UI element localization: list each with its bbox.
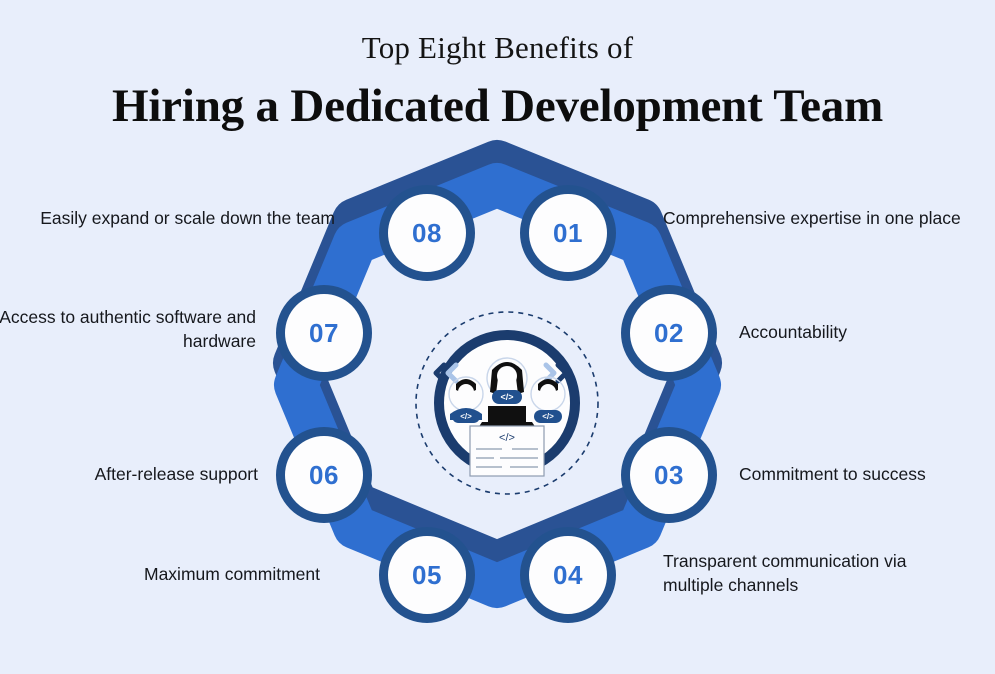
node-07[interactable]: 07 bbox=[276, 285, 372, 381]
node-07-number: 07 bbox=[309, 317, 339, 348]
node-06[interactable]: 06 bbox=[276, 427, 372, 523]
node-04-number: 04 bbox=[553, 559, 583, 590]
node-05[interactable]: 05 bbox=[379, 527, 475, 623]
page-title: Top Eight Benefits of Hiring a Dedicated… bbox=[0, 30, 995, 135]
node-02[interactable]: 02 bbox=[621, 285, 717, 381]
node-03[interactable]: 03 bbox=[621, 427, 717, 523]
node-03-number: 03 bbox=[654, 459, 684, 490]
node-06-number: 06 bbox=[309, 459, 339, 490]
center-emblem: </> </> </> </> bbox=[415, 311, 599, 495]
label-04: Transparent communication via multiple c… bbox=[663, 551, 907, 595]
label-06: After-release support bbox=[94, 464, 258, 484]
svg-text:</>: </> bbox=[460, 412, 472, 421]
subtitle: Top Eight Benefits of bbox=[361, 30, 634, 65]
svg-text:</>: </> bbox=[500, 392, 513, 402]
label-05: Maximum commitment bbox=[144, 564, 320, 584]
main-title: Hiring a Dedicated Development Team bbox=[111, 79, 884, 132]
node-05-number: 05 bbox=[412, 559, 442, 590]
label-01: Comprehensive expertise in one place bbox=[663, 208, 961, 228]
label-07: Access to authentic software and hardwar… bbox=[0, 307, 256, 351]
node-01-number: 01 bbox=[553, 217, 583, 248]
svg-text:</>: </> bbox=[499, 432, 515, 444]
label-02: Accountability bbox=[739, 322, 847, 342]
label-08: Easily expand or scale down the team bbox=[40, 208, 335, 228]
node-08-number: 08 bbox=[412, 217, 442, 248]
svg-text:</>: </> bbox=[542, 412, 554, 421]
dashed-ring bbox=[415, 311, 599, 495]
team-illustration: </> </> </> </> bbox=[433, 357, 569, 477]
node-04[interactable]: 04 bbox=[520, 527, 616, 623]
node-08[interactable]: 08 bbox=[379, 185, 475, 281]
label-03: Commitment to success bbox=[739, 464, 926, 484]
node-01[interactable]: 01 bbox=[520, 185, 616, 281]
node-02-number: 02 bbox=[654, 317, 684, 348]
